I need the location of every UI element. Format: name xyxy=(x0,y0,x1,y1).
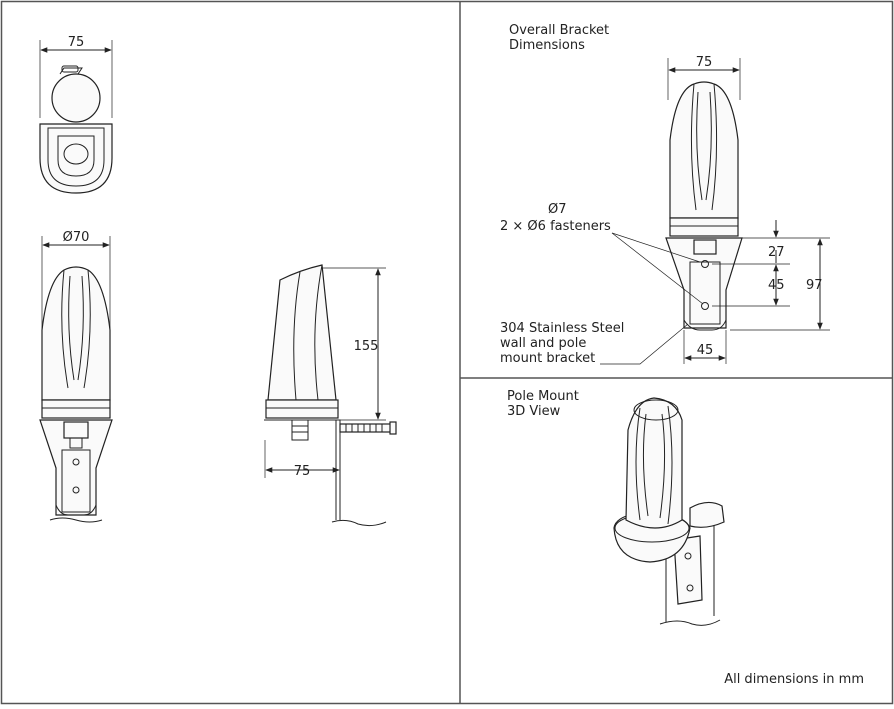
dim-45-vertical-label: 45 xyxy=(768,278,785,293)
bracket-panel: Overall Bracket Dimensions 75 27 45 97 xyxy=(500,23,830,366)
front-view: Ø70 xyxy=(39,230,113,523)
top-view: 75 xyxy=(39,35,113,194)
pole-mount-panel: Pole Mount 3D View xyxy=(507,389,725,626)
material-line3: mount bracket xyxy=(500,351,595,366)
side-depth-label: 75 xyxy=(294,464,311,479)
dim-45-horizontal-label: 45 xyxy=(697,343,714,358)
bracket-title-line1: Overall Bracket xyxy=(509,23,609,38)
callout-fasteners: 2 × Ø6 fasteners xyxy=(500,219,611,234)
dim-97-label: 97 xyxy=(806,278,823,293)
pole-title-line2: 3D View xyxy=(507,404,561,419)
material-line2: wall and pole xyxy=(500,336,586,351)
bracket-width-label: 75 xyxy=(696,55,713,70)
units-note: All dimensions in mm xyxy=(724,672,864,687)
bracket-title-line2: Dimensions xyxy=(509,38,585,53)
callout-d7: Ø7 xyxy=(548,202,567,217)
dim-27-label: 27 xyxy=(768,245,785,260)
top-width-label: 75 xyxy=(68,35,85,50)
side-view: 155 75 xyxy=(264,264,397,527)
side-height-label: 155 xyxy=(354,339,379,354)
pole-title-line1: Pole Mount xyxy=(507,389,579,404)
material-line1: 304 Stainless Steel xyxy=(500,321,624,336)
front-diameter-label: Ø70 xyxy=(63,230,90,245)
